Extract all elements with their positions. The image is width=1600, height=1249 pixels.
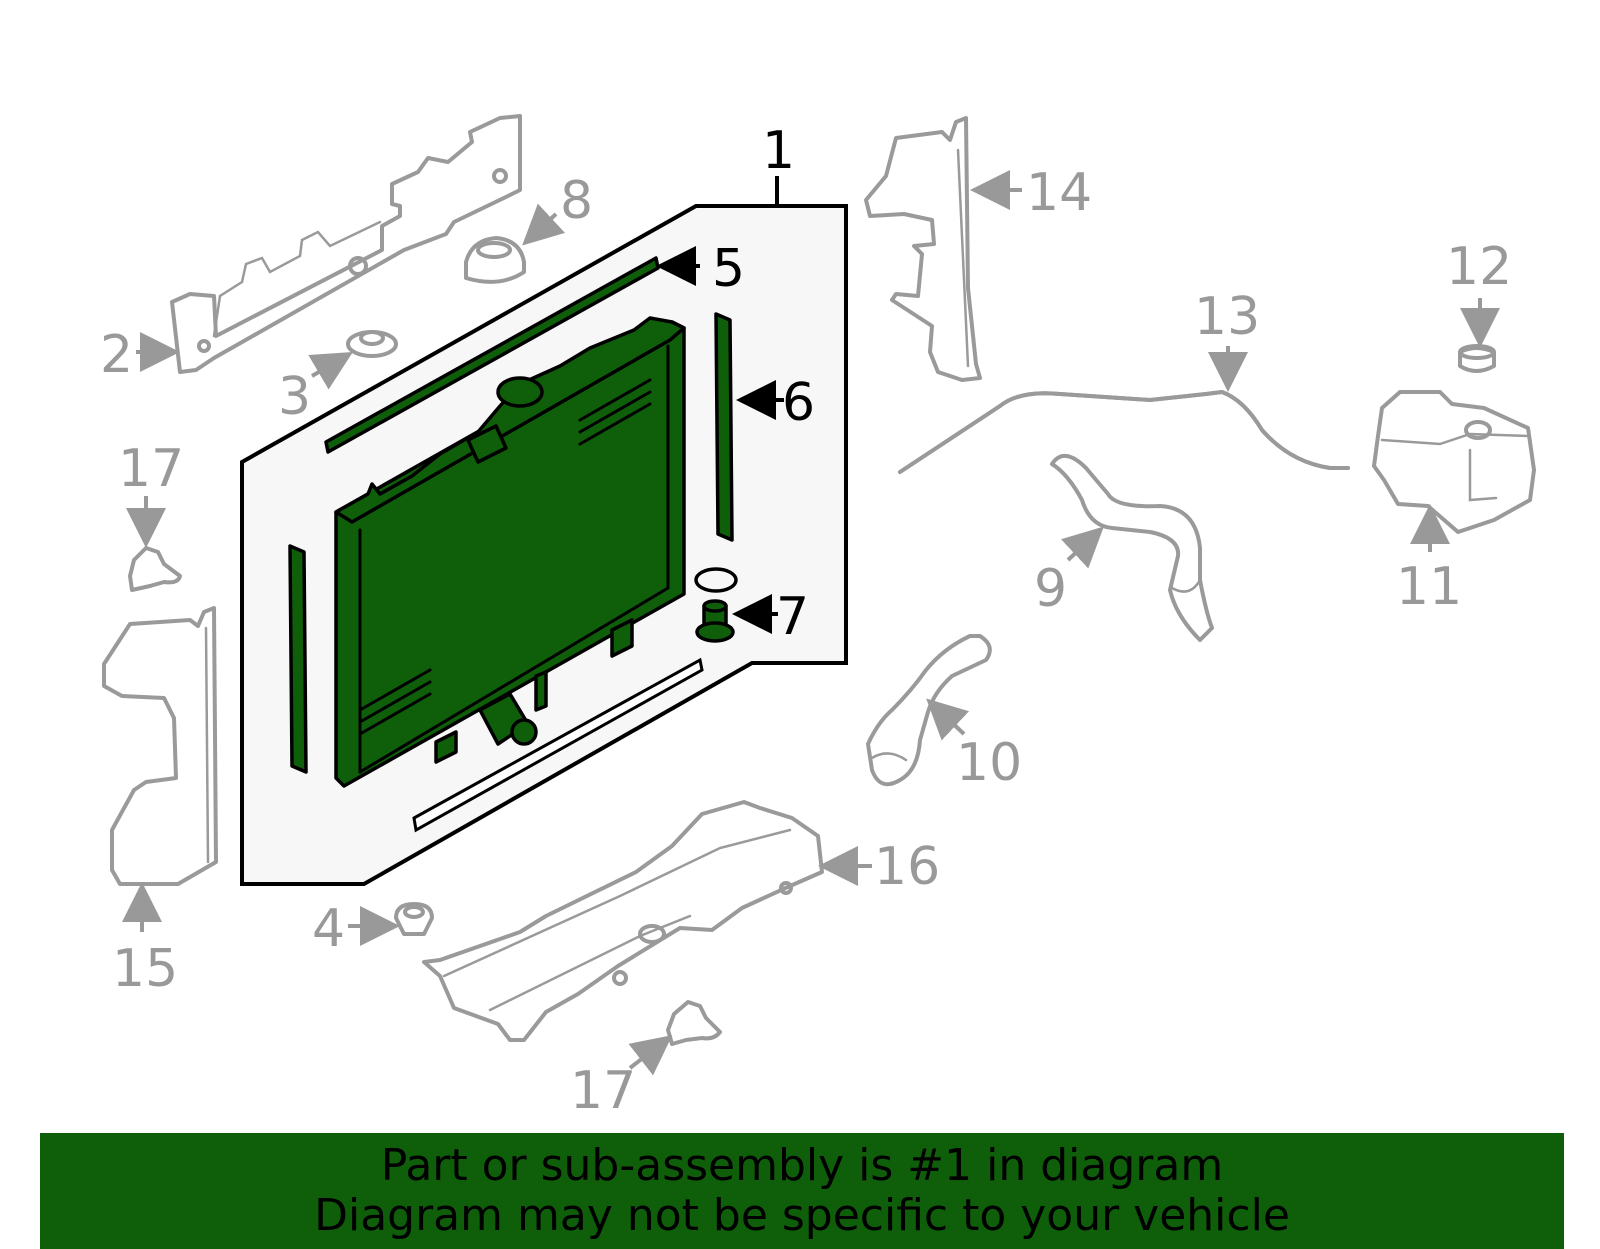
callout-4[interactable]: 4 — [312, 899, 345, 959]
callout-12[interactable]: 12 — [1446, 237, 1512, 297]
upper-hose[interactable] — [866, 634, 992, 787]
insulator-lower[interactable] — [394, 902, 434, 936]
callout-9[interactable]: 9 — [1034, 559, 1067, 619]
radiator-cap[interactable] — [464, 236, 526, 284]
banner-line-2: Diagram may not be specific to your vehi… — [314, 1190, 1290, 1241]
seal-strip-left[interactable] — [288, 544, 308, 774]
callout-7[interactable]: 7 — [776, 587, 809, 647]
seal-strip-bottom[interactable] — [412, 657, 704, 833]
air-guide-right[interactable] — [864, 116, 982, 382]
callout-1[interactable]: 1 — [762, 121, 795, 181]
info-banner: Part or sub-assembly is #1 in diagram Di… — [40, 1133, 1564, 1249]
callout-17-upper[interactable]: 17 — [118, 439, 184, 499]
o-ring[interactable] — [694, 567, 738, 593]
clip-lower[interactable] — [666, 1000, 722, 1046]
callout-3[interactable]: 3 — [278, 367, 311, 427]
callout-8[interactable]: 8 — [560, 171, 593, 231]
clip-upper-left[interactable] — [128, 546, 182, 592]
lower-hose[interactable] — [1050, 454, 1214, 642]
drain-plug[interactable] — [695, 599, 735, 643]
banner-line-1: Part or sub-assembly is #1 in diagram — [380, 1140, 1224, 1191]
coolant-reservoir[interactable] — [1372, 390, 1536, 534]
reservoir-cap[interactable] — [1458, 344, 1496, 373]
upper-bracket[interactable] — [170, 114, 522, 374]
callout-13[interactable]: 13 — [1194, 287, 1260, 347]
air-guide-left[interactable] — [102, 606, 218, 886]
callout-10[interactable]: 10 — [956, 733, 1022, 793]
callout-16[interactable]: 16 — [874, 837, 940, 897]
callout-15[interactable]: 15 — [112, 939, 178, 999]
callout-17-lower[interactable]: 17 — [570, 1061, 636, 1121]
callout-6[interactable]: 6 — [782, 373, 815, 433]
radiator[interactable] — [334, 316, 686, 788]
callout-11[interactable]: 11 — [1396, 557, 1462, 617]
callout-5[interactable]: 5 — [712, 239, 745, 299]
callout-14[interactable]: 14 — [1026, 163, 1092, 223]
overflow-hose[interactable] — [898, 390, 1350, 474]
insulator-upper[interactable] — [346, 330, 398, 358]
callout-2[interactable]: 2 — [100, 325, 133, 385]
seal-strip-right[interactable] — [714, 312, 734, 542]
